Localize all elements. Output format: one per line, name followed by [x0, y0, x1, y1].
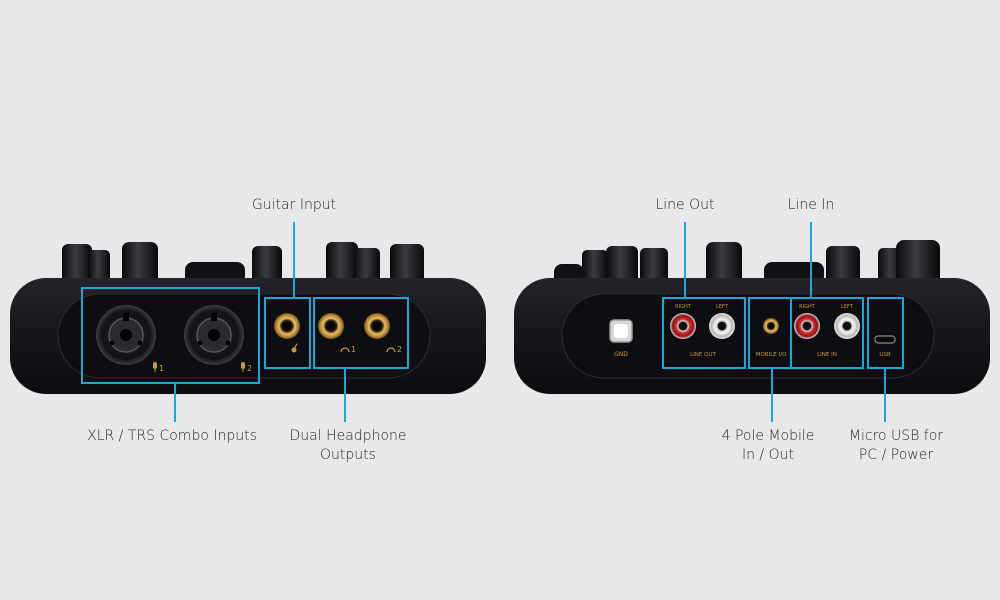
usb-label: USB: [879, 352, 891, 358]
guitar-input-text: Guitar Input: [252, 196, 336, 215]
line-out-text: Line Out: [655, 196, 714, 215]
combo-jack-2-number: 2: [247, 364, 252, 373]
headphone-outputs-text-line2: Outputs: [290, 446, 407, 465]
usb-text-line1: Micro USB for: [849, 427, 943, 446]
mobile-io-jack: [763, 318, 779, 334]
line-in-text: Line In: [788, 196, 835, 215]
usb-callout: Micro USB for PC / Power: [849, 427, 943, 465]
combo-jack-1-number: 1: [159, 364, 164, 373]
headphone-outputs-callout: Dual Headphone Outputs: [290, 427, 407, 465]
line-out-left-label: LEFT: [716, 304, 729, 310]
headphone-jack-1: [318, 313, 344, 339]
line-in-left-label: LEFT: [841, 304, 854, 310]
line-out-right-label: RIGHT: [675, 304, 692, 310]
mobile-io-text-line2: In / Out: [722, 446, 815, 465]
xlr-combo-jack-2: [184, 305, 244, 365]
combo-inputs-text: XLR / TRS Combo Inputs: [87, 427, 257, 446]
headphone-outputs-text-line1: Dual Headphone: [290, 427, 407, 446]
guitar-jack: [274, 313, 300, 339]
line-in-right-jack: [794, 313, 820, 339]
mobile-io-label: MOBILE I/O: [756, 352, 787, 358]
gnd-label: GND: [614, 351, 628, 358]
headphone-jack-1-number: 1: [351, 345, 356, 354]
line-out-callout: Line Out: [655, 196, 714, 215]
gnd-post: [610, 320, 632, 342]
usb-text-line2: PC / Power: [849, 446, 943, 465]
front-device: 1 2 1: [10, 222, 486, 422]
line-out-label: LINE OUT: [690, 352, 716, 358]
back-device: GND RIGHT LEFT LINE OUT MOBILE I/O RIGHT…: [514, 222, 990, 422]
guitar-input-callout: Guitar Input: [252, 196, 336, 215]
line-in-left-jack: [834, 313, 860, 339]
micro-usb-port: [875, 336, 895, 343]
mobile-io-callout: 4 Pole Mobile In / Out: [722, 427, 815, 465]
mobile-io-text-line1: 4 Pole Mobile: [722, 427, 815, 446]
xlr-combo-jack-1: [96, 305, 156, 365]
line-in-label: LINE IN: [817, 352, 837, 358]
combo-inputs-callout: XLR / TRS Combo Inputs: [87, 427, 257, 446]
line-out-left-jack: [709, 313, 735, 339]
headphone-jack-2-number: 2: [397, 345, 402, 354]
line-out-right-jack: [670, 313, 696, 339]
line-in-callout: Line In: [788, 196, 835, 215]
line-in-right-label: RIGHT: [799, 304, 816, 310]
headphone-jack-2: [364, 313, 390, 339]
